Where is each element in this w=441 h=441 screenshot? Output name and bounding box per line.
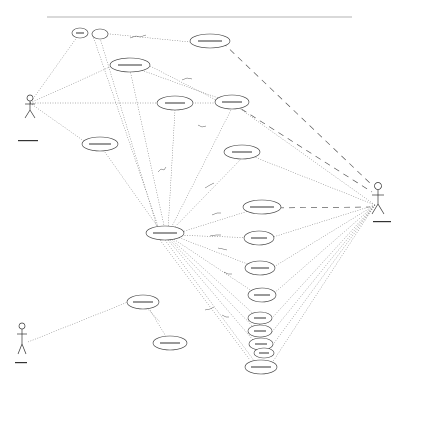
use-case-center[interactable] [156,95,194,111]
use-case-r6[interactable] [247,324,273,338]
association-lines [27,32,376,367]
use-cases [71,27,282,375]
actor-right[interactable] [371,182,391,223]
use-case-upper-center[interactable] [109,57,151,73]
long-dashed-connectors [221,41,373,209]
use-case-right-middle[interactable] [223,144,261,160]
use-case-r8[interactable] [253,347,275,359]
use-case-lower-left-a[interactable] [126,294,160,310]
use-case-hub[interactable] [145,225,185,241]
use-case-bottom[interactable] [244,359,278,375]
use-case-top-right[interactable] [189,33,231,49]
use-case-center-right[interactable] [214,94,250,110]
use-case-r1[interactable] [242,199,282,215]
use-case-r5[interactable] [247,311,273,325]
use-case-r2[interactable] [243,230,275,246]
actor-left[interactable] [18,94,38,142]
use-case-lower-left-b[interactable] [152,335,188,351]
use-case-r4[interactable] [247,287,277,303]
use-case-left-middle[interactable] [81,136,119,152]
actor-bottom-left[interactable] [15,322,27,364]
use-case-r3[interactable] [244,260,276,276]
stereotype-labels [129,34,232,318]
use-case-top-small[interactable] [71,27,109,40]
